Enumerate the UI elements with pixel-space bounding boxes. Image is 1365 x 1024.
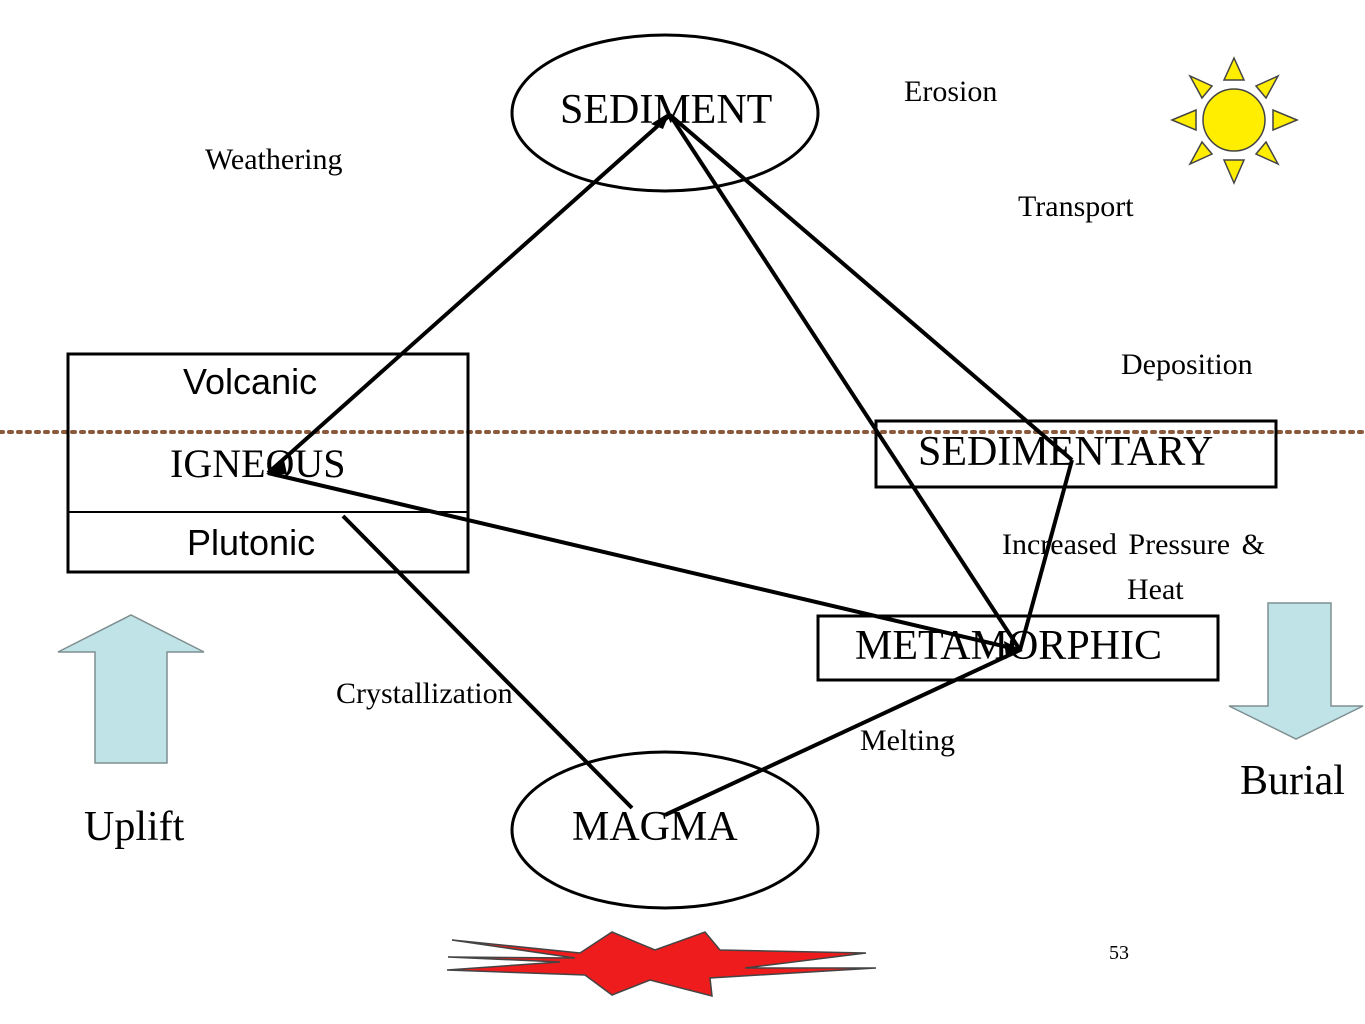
sedimentary-label: SEDIMENTARY (918, 429, 1214, 475)
sun-icon (1170, 56, 1299, 185)
arrow-magma-to-plutonic (341, 514, 634, 810)
pressure-heat-label-line1: Increased Pressure & (1002, 528, 1265, 561)
arrowhead-metamorphic (1004, 641, 1023, 656)
page-number: 53 (1109, 942, 1129, 964)
metamorphic-label: METAMORPHIC (855, 623, 1163, 669)
arrow-igneous-to-metamorphic (267, 471, 1021, 652)
arrow-sediment-to-metamorphic (668, 113, 1022, 652)
melting-label: Melting (860, 724, 955, 757)
down-arrow-icon (1228, 602, 1364, 740)
heat-burst-icon (446, 931, 877, 997)
arrow-igneous-to-sediment (266, 113, 672, 475)
uplift-label: Uplift (84, 804, 185, 850)
weathering-label: Weathering (205, 143, 343, 176)
deposition-label: Deposition (1121, 348, 1253, 381)
igneous-label: IGNEOUS (170, 441, 346, 486)
arrowhead-igneous (266, 460, 287, 474)
transport-label: Transport (1018, 190, 1134, 223)
metamorphic-node (816, 614, 1220, 682)
plutonic-label: Plutonic (187, 522, 316, 563)
arrow-sediment-to-sedimentary (668, 113, 1074, 462)
magma-label: MAGMA (572, 804, 738, 850)
sediment-label: SEDIMENT (560, 87, 773, 133)
erosion-label: Erosion (904, 75, 998, 108)
arrow-sedimentary-to-metamorphic (1018, 459, 1074, 651)
volcanic-label: Volcanic (183, 361, 318, 402)
arrowhead-sediment (651, 112, 670, 129)
crystallization-label: Crystallization (336, 677, 513, 710)
pressure-heat-label-line2: Heat (1127, 573, 1184, 606)
magma-node (510, 750, 820, 910)
sedimentary-node (874, 419, 1278, 489)
igneous-node (66, 352, 470, 574)
arrow-metamorphic-to-magma (664, 648, 1021, 817)
burial-label: Burial (1240, 758, 1345, 804)
sediment-node (510, 33, 820, 193)
up-arrow-icon (57, 614, 205, 764)
